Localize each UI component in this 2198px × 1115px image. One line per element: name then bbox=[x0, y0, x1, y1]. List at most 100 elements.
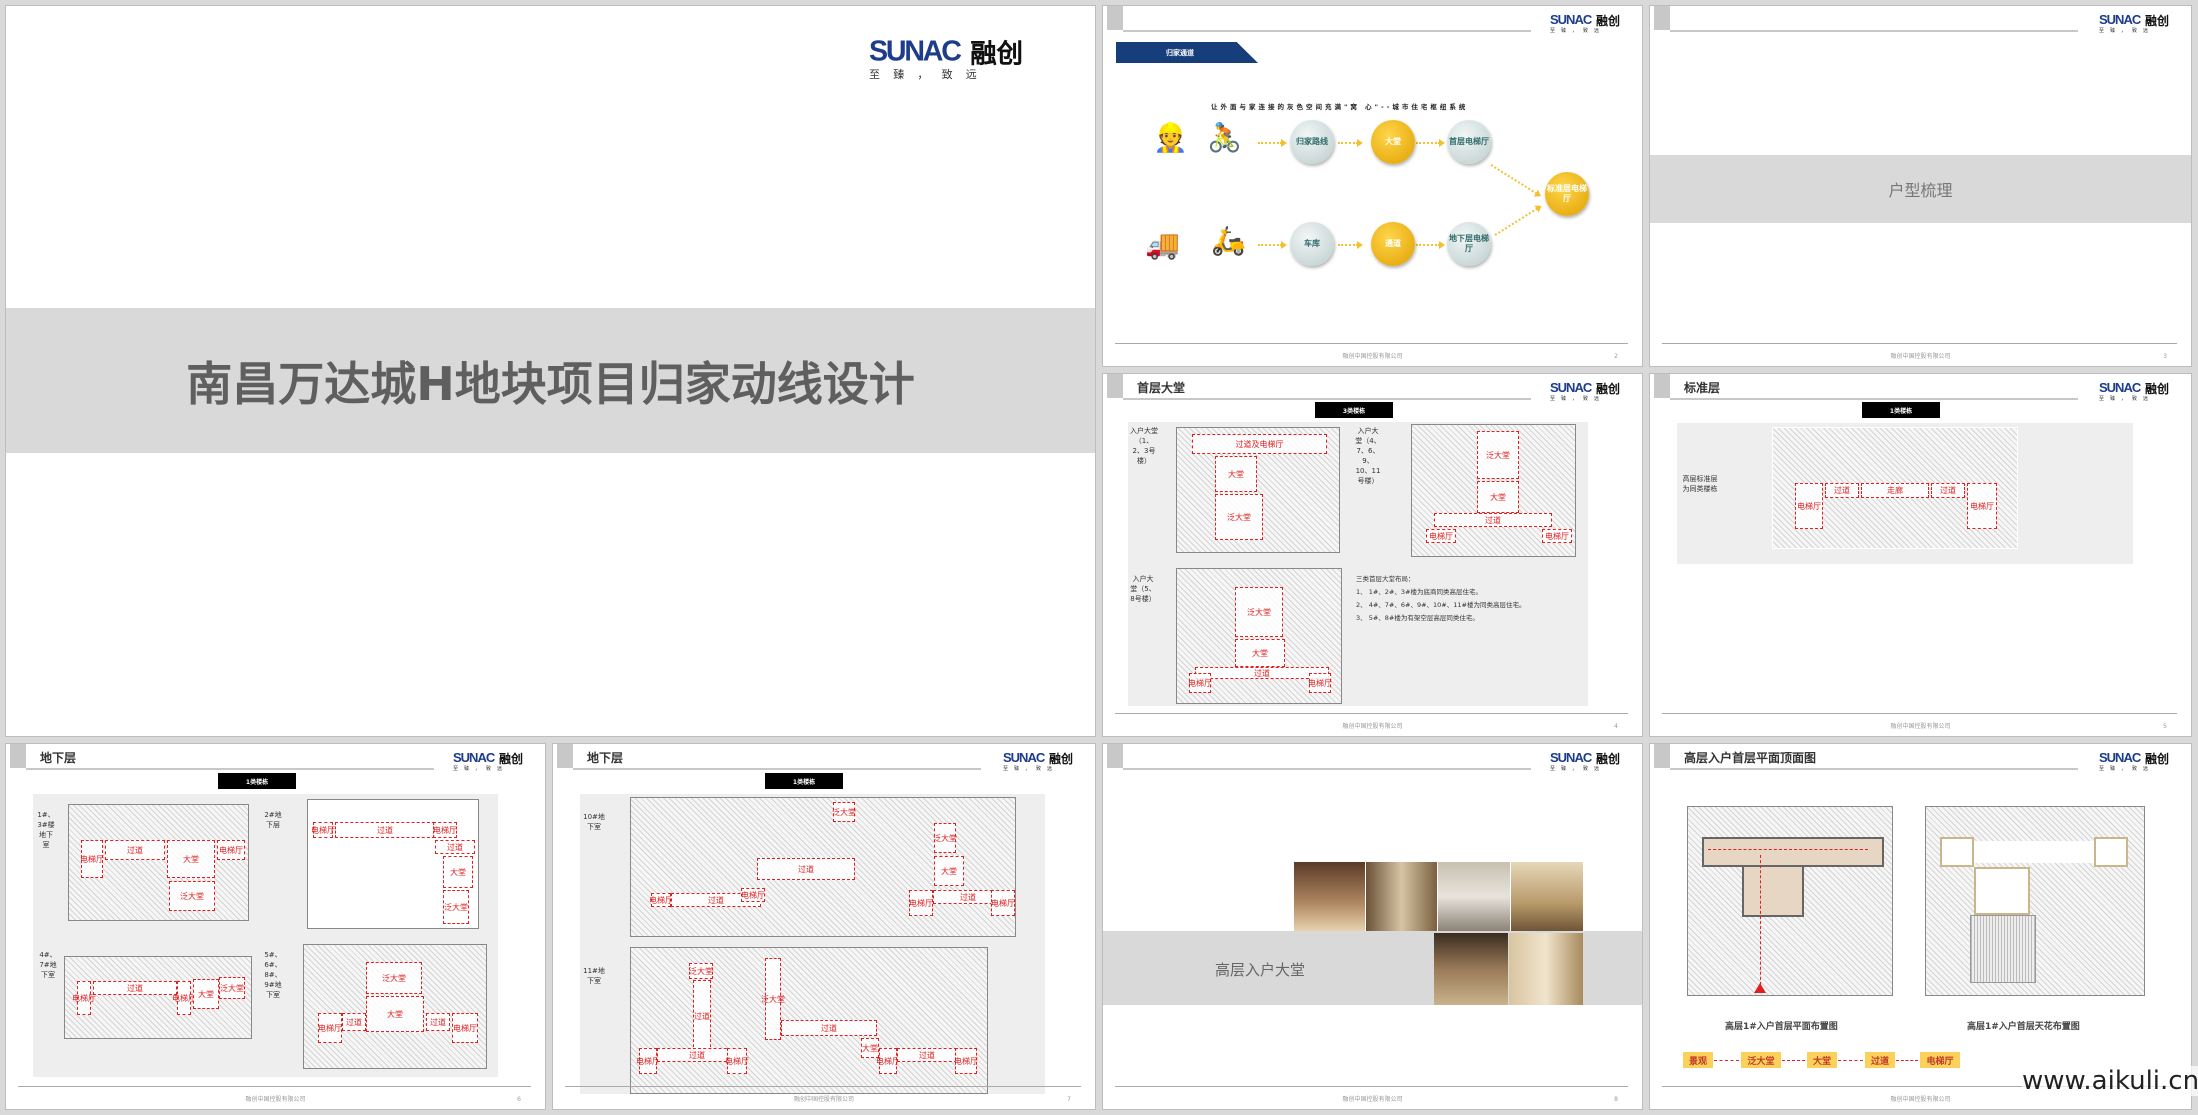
logo-text: 至臻，致远 bbox=[2099, 28, 2155, 34]
floor-plan: 电梯厅 过道 电梯厅 大堂 泛大堂 bbox=[64, 956, 252, 1039]
header-divider bbox=[1123, 768, 1531, 770]
header-divider bbox=[26, 768, 434, 770]
logo-text: 融创 bbox=[1596, 382, 1621, 396]
logo-text: 至臻，致远 bbox=[1550, 396, 1606, 402]
route-zone-label: 泛大堂 bbox=[1215, 494, 1263, 540]
flow-subtitle: 让外面与家连接的灰色空间充满"窝 心"--城市住宅枢纽系统 bbox=[1211, 103, 1469, 111]
route-zone-label: 电梯厅 bbox=[876, 1048, 900, 1074]
sunac-logo: SUNAC 融创至臻，致远 bbox=[2099, 12, 2179, 34]
route-zone-label: 电梯厅 bbox=[80, 840, 104, 878]
ceiling-zone bbox=[1974, 867, 2030, 915]
footer-company: 融创中国控股有限公司 bbox=[1890, 723, 1951, 730]
header-accent bbox=[1654, 744, 1670, 768]
flow-step: 泛大堂 bbox=[1741, 1052, 1781, 1068]
lobby-photo bbox=[1294, 862, 1365, 931]
floor-plan: 泛大堂 大堂 过道 电梯厅 电梯厅 bbox=[1176, 568, 1342, 704]
logo-text: 融创 bbox=[499, 752, 524, 766]
floor-plan: 过道及电梯厅 大堂 泛大堂 bbox=[1176, 427, 1340, 553]
node-lobby: 大堂 bbox=[1371, 120, 1415, 164]
section-tag: 归家通道 bbox=[1116, 42, 1258, 63]
section-title: 高层入户大堂 bbox=[1215, 961, 1306, 979]
section-band: 户型梳理 bbox=[1650, 155, 2191, 223]
route-zone-label: 大堂 bbox=[1215, 456, 1257, 492]
route-zone-label: 过道 bbox=[335, 822, 435, 838]
route-zone-label: 电梯厅 bbox=[1188, 673, 1212, 693]
floor-plan: 泛大堂 大堂 电梯厅 过道 过道 电梯厅 bbox=[303, 944, 487, 1069]
route-zone-label: 电梯厅 bbox=[452, 1013, 478, 1043]
footer-company: 融创中国控股有限公司 bbox=[1890, 1096, 1951, 1103]
logo-text: 融创 bbox=[2145, 14, 2170, 28]
header-accent bbox=[557, 744, 573, 768]
route-zone-label: 大堂 bbox=[861, 1038, 879, 1058]
route-line bbox=[1760, 855, 1761, 990]
node-home-route: 归家路线 bbox=[1290, 120, 1334, 164]
route-zone-label: 电梯厅 bbox=[741, 888, 765, 902]
header-accent bbox=[1107, 744, 1123, 768]
logo-text: SUNAC bbox=[1550, 750, 1592, 765]
route-zone-label: 过道 bbox=[1825, 483, 1859, 498]
logo-text: SUNAC bbox=[2099, 12, 2141, 27]
slide-title: 高层入户首层平面顶面图 bbox=[1684, 751, 1817, 765]
cell-label: 入户大堂（4、7、6、9、10、11号楼） bbox=[1355, 427, 1381, 485]
node-garage: 车库 bbox=[1290, 222, 1334, 266]
route-zone-label: 电梯厅 bbox=[1308, 673, 1332, 693]
building-type-tag: 1类楼栋 bbox=[218, 773, 296, 789]
header-divider bbox=[1670, 30, 2078, 32]
logo-text: 至臻，致远 bbox=[2099, 396, 2155, 402]
lobby-photo bbox=[1509, 933, 1583, 1005]
ceiling-plan-layout bbox=[1925, 806, 2145, 996]
page-number: 6 bbox=[517, 1096, 521, 1103]
route-zone-label: 泛大堂 bbox=[689, 963, 713, 979]
footer-divider bbox=[1662, 713, 2177, 714]
layout-notes: 三类首层大堂布局： 1、 1#、2#、3#楼为底商同类高层住宅。 2、 4#、7… bbox=[1356, 575, 1526, 622]
route-zone-label: 过道及电梯厅 bbox=[1192, 434, 1327, 454]
cell-label: 5#、6#、8#、9#地下室 bbox=[264, 951, 282, 999]
logo-text: 融创 bbox=[1596, 752, 1621, 766]
flow-arrow bbox=[1338, 139, 1363, 147]
flow-arrow bbox=[1494, 207, 1538, 236]
header-accent bbox=[1107, 6, 1123, 30]
route-zone-label: 大堂 bbox=[167, 840, 215, 878]
footer-divider bbox=[1115, 343, 1628, 344]
page-number: 2 bbox=[1614, 353, 1618, 360]
lobby-zone bbox=[1742, 865, 1804, 917]
route-zone-label: 大堂 bbox=[934, 856, 964, 886]
route-zone-label: 泛大堂 bbox=[761, 958, 785, 1040]
footer-divider bbox=[1115, 1086, 1628, 1087]
flow-step: 大堂 bbox=[1807, 1052, 1837, 1068]
footer-company: 融创中国控股有限公司 bbox=[1342, 1096, 1403, 1103]
building-type-tag: 1类楼栋 bbox=[765, 773, 843, 789]
header-accent bbox=[1654, 374, 1670, 398]
floor-plan: 电梯厅 过道 大堂 电梯厅 泛大堂 bbox=[68, 804, 249, 921]
watermark: www.aikuli.cn bbox=[2022, 1066, 2198, 1096]
route-zone-label: 电梯厅 bbox=[172, 981, 196, 1015]
header-divider bbox=[1670, 768, 2078, 770]
header-divider bbox=[1123, 398, 1531, 400]
footer-divider bbox=[1662, 343, 2177, 344]
flow-arrow bbox=[1896, 1060, 1918, 1061]
route-zone-label: 电梯厅 bbox=[311, 822, 335, 838]
page-number: 5 bbox=[2163, 723, 2167, 730]
route-zone-label: 大堂 bbox=[1235, 639, 1285, 667]
route-zone-label: 过道 bbox=[897, 1048, 957, 1062]
footer-company: 融创中国控股有限公司 bbox=[1890, 353, 1951, 360]
route-zone-label: 电梯厅 bbox=[725, 1048, 749, 1074]
floor-plan: 泛大堂 过道 电梯厅 过道 电梯厅 泛大堂 大堂 电梯厅 过道 电梯厅 bbox=[630, 797, 1016, 937]
route-zone-label: 泛大堂 bbox=[169, 881, 215, 911]
route-zone-label: 过道 bbox=[435, 840, 475, 854]
flow-step: 电梯厅 bbox=[1920, 1052, 1960, 1068]
